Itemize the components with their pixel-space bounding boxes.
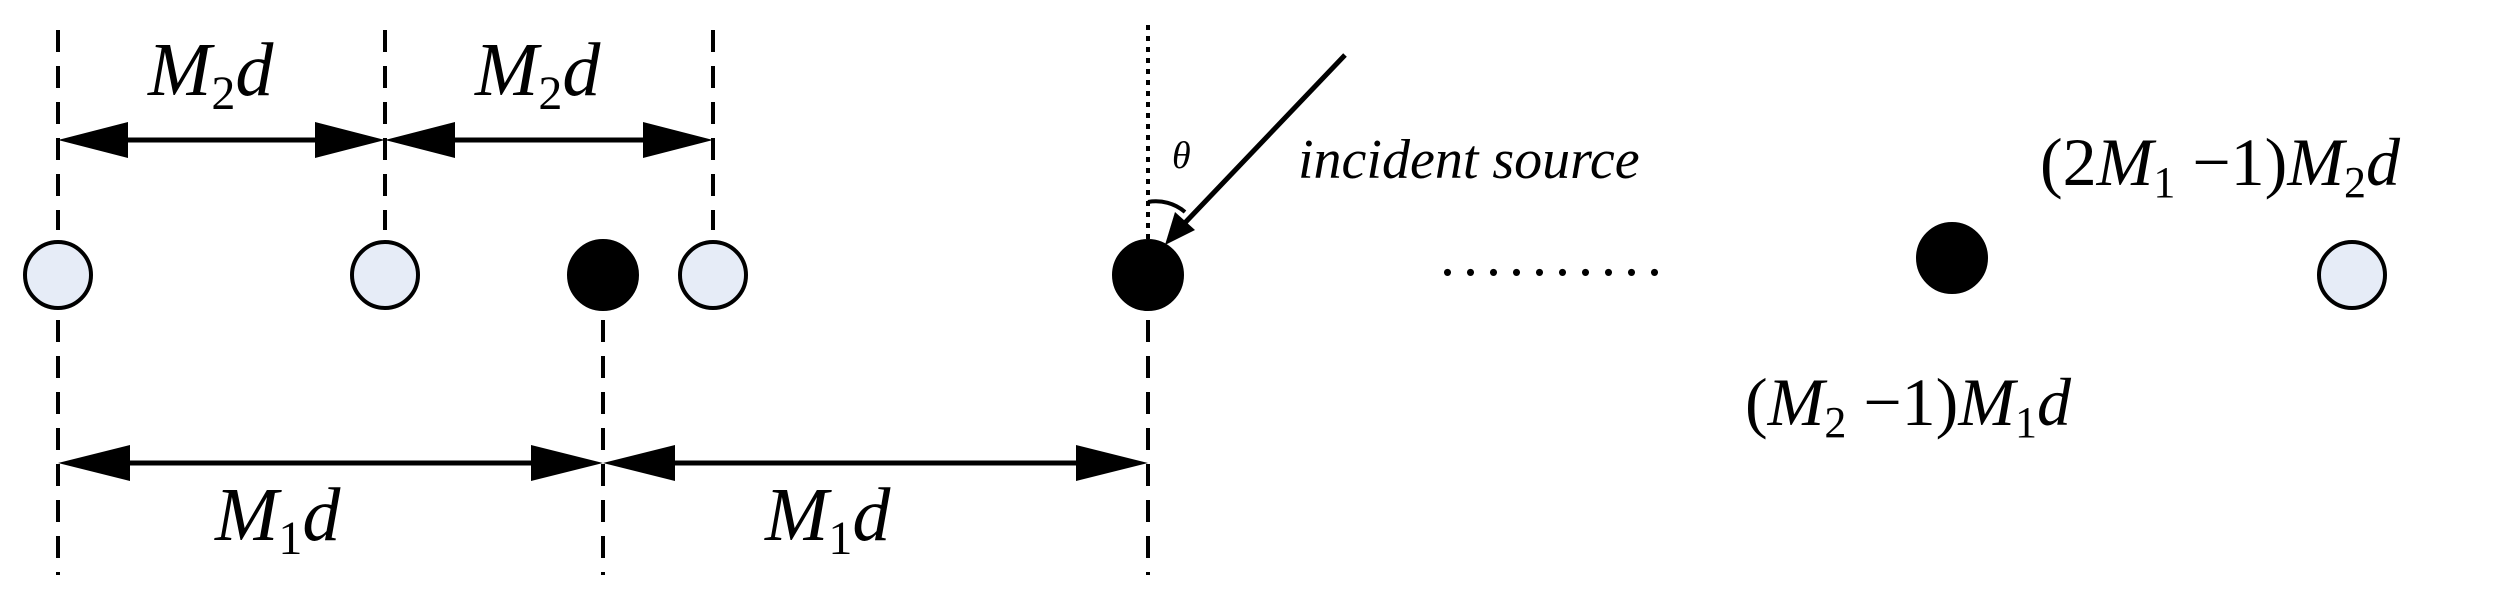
- incident-source-label: incident source: [1298, 129, 1640, 191]
- incident-ray: [1165, 53, 1347, 245]
- sensor-filled: [567, 239, 639, 311]
- top-dimension-arrow-2: [385, 122, 713, 158]
- top-spacing-label: M2d: [474, 28, 601, 120]
- sensor-open: [23, 240, 93, 310]
- bottom-spacing-label: M1d: [214, 473, 341, 565]
- theta-arc: [1147, 199, 1187, 214]
- ellipsis: ..........: [1440, 222, 1670, 288]
- bottom-dimension-arrow-2: [603, 445, 1148, 481]
- sensor-filled: [1112, 239, 1184, 311]
- theta-label: θ: [1172, 135, 1191, 177]
- sensor-open: [2317, 240, 2387, 310]
- sensor-filled: [1916, 222, 1988, 294]
- top-dimension-arrow-1: [58, 122, 385, 158]
- sensor-open: [350, 240, 420, 310]
- top-spacing-label: M2d: [147, 28, 274, 120]
- bottom-dimension-arrow-1: [58, 445, 603, 481]
- right-top-position-label: (2M1 −1)M2d: [2040, 124, 2401, 207]
- sensor-open: [678, 240, 748, 310]
- right-bottom-position-label: (M2 −1)M1d: [1745, 364, 2072, 447]
- bottom-spacing-label: M1d: [764, 473, 891, 565]
